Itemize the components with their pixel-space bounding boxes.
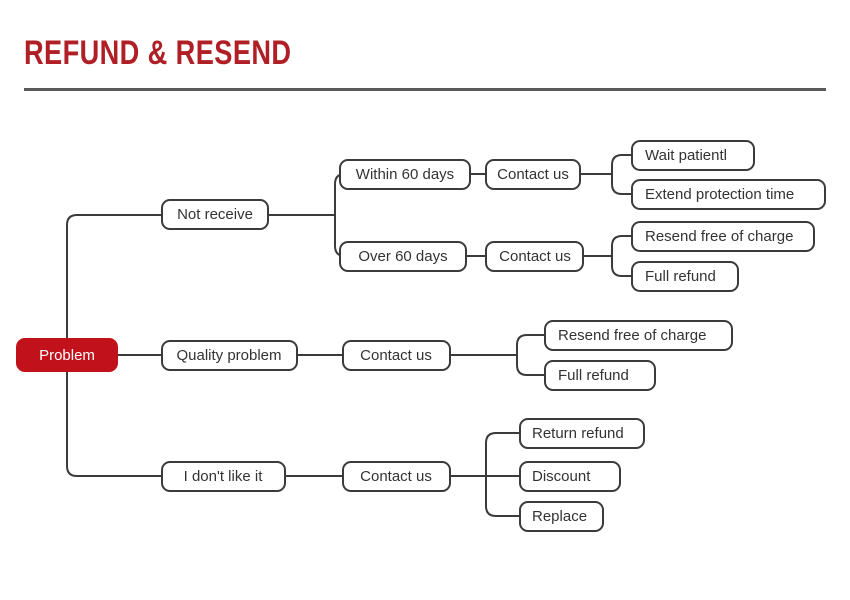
node-not-receive[interactable]: Not receive bbox=[161, 199, 269, 230]
edge-root-to-dont-like bbox=[66, 354, 163, 477]
node-full-refund-quality[interactable]: Full refund bbox=[544, 360, 656, 391]
edge-junction3-to-fullrefund bbox=[516, 354, 546, 376]
node-resend-free-of-charge-quality[interactable]: Resend free of charge bbox=[544, 320, 733, 351]
node-full-refund-over-60-label: Full refund bbox=[645, 268, 716, 285]
node-dont-like-it[interactable]: I don't like it bbox=[161, 461, 286, 492]
node-contact-us-quality-label: Contact us bbox=[360, 347, 432, 364]
node-discount[interactable]: Discount bbox=[519, 461, 621, 492]
node-contact-us-within-60-label: Contact us bbox=[497, 166, 569, 183]
node-replace-label: Replace bbox=[532, 508, 587, 525]
node-contact-us-over-60[interactable]: Contact us bbox=[485, 241, 584, 272]
node-quality-problem[interactable]: Quality problem bbox=[161, 340, 298, 371]
node-contact-us-quality-box[interactable] bbox=[342, 340, 451, 371]
node-within-60-days-label: Within 60 days bbox=[356, 166, 454, 183]
node-extend-protection-time-box[interactable] bbox=[631, 179, 826, 210]
edge-junction1-to-wait bbox=[611, 154, 633, 175]
node-problem[interactable]: Problem bbox=[16, 338, 118, 372]
node-over-60-days-box[interactable] bbox=[339, 241, 467, 272]
page-title: REFUND & RESEND bbox=[24, 34, 292, 72]
node-replace-box[interactable] bbox=[519, 501, 604, 532]
node-within-60-days[interactable]: Within 60 days bbox=[339, 159, 471, 190]
node-discount-box[interactable] bbox=[519, 461, 621, 492]
node-full-refund-over-60[interactable]: Full refund bbox=[631, 261, 739, 292]
node-extend-protection-time-label: Extend protection time bbox=[645, 186, 794, 203]
node-discount-label: Discount bbox=[532, 468, 591, 485]
node-contact-us-within-60-box[interactable] bbox=[485, 159, 581, 190]
node-extend-protection-time[interactable]: Extend protection time bbox=[631, 179, 826, 210]
node-contact-us-dont-like[interactable]: Contact us bbox=[342, 461, 451, 492]
mindmap-diagram: Problem Not receive Within 60 days Conta… bbox=[0, 100, 850, 600]
node-full-refund-quality-box[interactable] bbox=[544, 360, 656, 391]
node-over-60-days[interactable]: Over 60 days bbox=[339, 241, 467, 272]
node-problem-label: Problem bbox=[39, 347, 95, 364]
node-contact-us-within-60[interactable]: Contact us bbox=[485, 159, 581, 190]
node-within-60-days-box[interactable] bbox=[339, 159, 471, 190]
title-divider bbox=[24, 88, 826, 91]
edge-layer bbox=[66, 154, 633, 517]
node-replace[interactable]: Replace bbox=[519, 501, 604, 532]
node-full-refund-over-60-box[interactable] bbox=[631, 261, 739, 292]
node-problem-box[interactable] bbox=[16, 338, 118, 372]
node-return-refund-label: Return refund bbox=[532, 425, 624, 442]
node-not-receive-box[interactable] bbox=[161, 199, 269, 230]
node-not-receive-label: Not receive bbox=[177, 206, 253, 223]
node-contact-us-quality[interactable]: Contact us bbox=[342, 340, 451, 371]
edge-junction3-to-resend bbox=[516, 334, 546, 356]
node-contact-us-over-60-box[interactable] bbox=[485, 241, 584, 272]
edge-junction1-to-extend bbox=[611, 173, 633, 195]
node-dont-like-it-label: I don't like it bbox=[184, 468, 264, 485]
node-over-60-days-label: Over 60 days bbox=[358, 248, 447, 265]
node-quality-problem-box[interactable] bbox=[161, 340, 298, 371]
node-layer: Problem Not receive Within 60 days Conta… bbox=[16, 140, 826, 532]
node-return-refund[interactable]: Return refund bbox=[519, 418, 645, 449]
node-contact-us-dont-like-box[interactable] bbox=[342, 461, 451, 492]
node-dont-like-it-box[interactable] bbox=[161, 461, 286, 492]
node-wait-patiently-label: Wait patientl bbox=[645, 147, 727, 164]
slide-header: REFUND & RESEND bbox=[0, 0, 850, 100]
edge-junction4-to-replace bbox=[485, 475, 521, 517]
node-contact-us-dont-like-label: Contact us bbox=[360, 468, 432, 485]
node-return-refund-box[interactable] bbox=[519, 418, 645, 449]
node-resend-free-of-charge-over-60-label: Resend free of charge bbox=[645, 228, 793, 245]
node-wait-patiently-box[interactable] bbox=[631, 140, 755, 171]
edge-junction2-to-fullrefund bbox=[611, 255, 633, 277]
node-resend-free-of-charge-quality-box[interactable] bbox=[544, 320, 733, 351]
node-resend-free-of-charge-quality-label: Resend free of charge bbox=[558, 327, 706, 344]
edge-root-to-not-receive bbox=[66, 214, 163, 356]
edge-junction4-to-returnrefund bbox=[485, 432, 521, 477]
edge-junction2-to-resend bbox=[611, 235, 633, 257]
node-quality-problem-label: Quality problem bbox=[176, 347, 281, 364]
node-full-refund-quality-label: Full refund bbox=[558, 367, 629, 384]
node-contact-us-over-60-label: Contact us bbox=[499, 248, 571, 265]
node-resend-free-of-charge-over-60-box[interactable] bbox=[631, 221, 815, 252]
node-wait-patiently[interactable]: Wait patientl bbox=[631, 140, 755, 171]
node-resend-free-of-charge-over-60[interactable]: Resend free of charge bbox=[631, 221, 815, 252]
